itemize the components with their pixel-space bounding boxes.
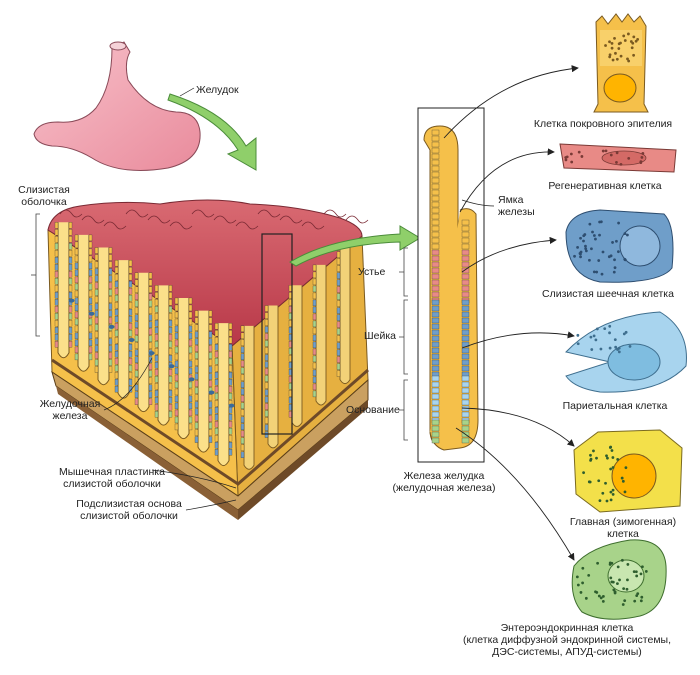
label-base: Основание — [346, 404, 400, 416]
front-glands — [54, 222, 235, 467]
label-isthmus: Устье — [358, 266, 386, 278]
stomach-illustration — [33, 41, 201, 171]
mucosa-block — [31, 199, 369, 520]
label-stomach: Желудок — [196, 84, 239, 96]
label-gland-caption: Железа желудка(желудочная железа) — [392, 470, 496, 494]
label-cell-mucous-neck: Слизистая шеечная клетка — [542, 288, 674, 300]
green-arrow-stomach — [167, 93, 257, 171]
surface-folds — [59, 209, 369, 230]
selected-gland-box — [261, 233, 293, 435]
parietal-cell — [565, 311, 687, 393]
label-cell-chief: Главная (зимогенная)клетка — [569, 516, 677, 540]
side-glands — [240, 244, 351, 470]
regenerative-cell — [559, 143, 677, 173]
label-neck: Шейка — [364, 330, 396, 342]
label-cell-surface: Клетка покровного эпителия — [533, 118, 673, 130]
leader-arrows — [103, 65, 579, 561]
gland-lining-cells — [431, 129, 470, 444]
label-cell-enteroendocrine: Энтероэндокринная клетка(клетка диффузно… — [462, 622, 672, 658]
mucous-neck-cell — [565, 209, 674, 283]
label-cell-parietal: Париетальная клетка — [562, 400, 668, 412]
green-arrow-gland — [289, 225, 421, 267]
chief-cell — [573, 429, 683, 513]
label-cell-regenerative: Регенеративная клетка — [548, 180, 662, 192]
enlarged-gland — [399, 107, 485, 463]
cell-granules — [564, 32, 648, 606]
surface-epithelial-cell — [593, 13, 649, 113]
